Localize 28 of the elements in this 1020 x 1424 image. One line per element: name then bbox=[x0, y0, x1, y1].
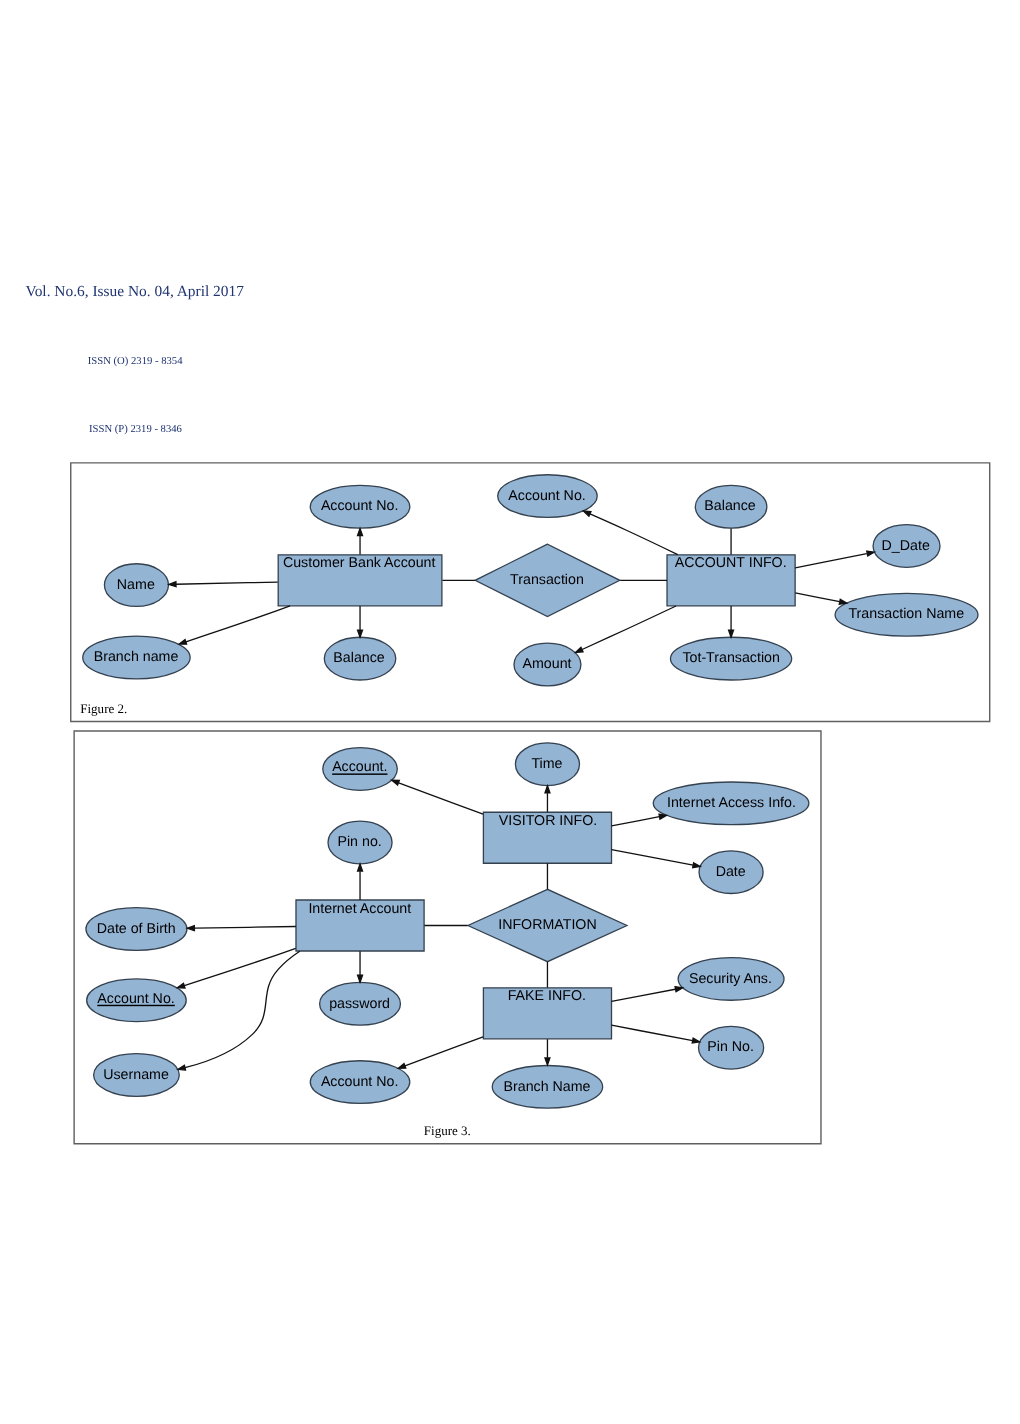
arrow bbox=[610, 1024, 702, 1044]
arrow bbox=[185, 924, 297, 932]
connector bbox=[441, 579, 476, 581]
arrow bbox=[573, 605, 677, 654]
arrow bbox=[581, 510, 679, 556]
connector bbox=[730, 527, 732, 556]
arrow bbox=[166, 580, 279, 588]
arrow bbox=[176, 950, 301, 1071]
arrow bbox=[177, 605, 291, 645]
arrow bbox=[727, 605, 735, 640]
arrow bbox=[544, 783, 551, 813]
connector bbox=[619, 579, 668, 581]
arrow bbox=[356, 605, 364, 640]
arrow bbox=[794, 550, 877, 569]
arrow bbox=[356, 862, 364, 901]
arrow bbox=[544, 1038, 551, 1067]
arrow bbox=[389, 779, 484, 815]
connector bbox=[546, 961, 549, 989]
connector bbox=[423, 924, 469, 927]
arrow bbox=[794, 592, 849, 605]
connector bbox=[546, 862, 549, 890]
arrow bbox=[356, 526, 364, 556]
arrow bbox=[610, 985, 685, 1002]
arrow bbox=[610, 849, 703, 869]
arrow bbox=[610, 813, 669, 827]
arrow bbox=[175, 947, 297, 989]
arrow bbox=[356, 950, 364, 985]
arrow bbox=[396, 1036, 484, 1069]
